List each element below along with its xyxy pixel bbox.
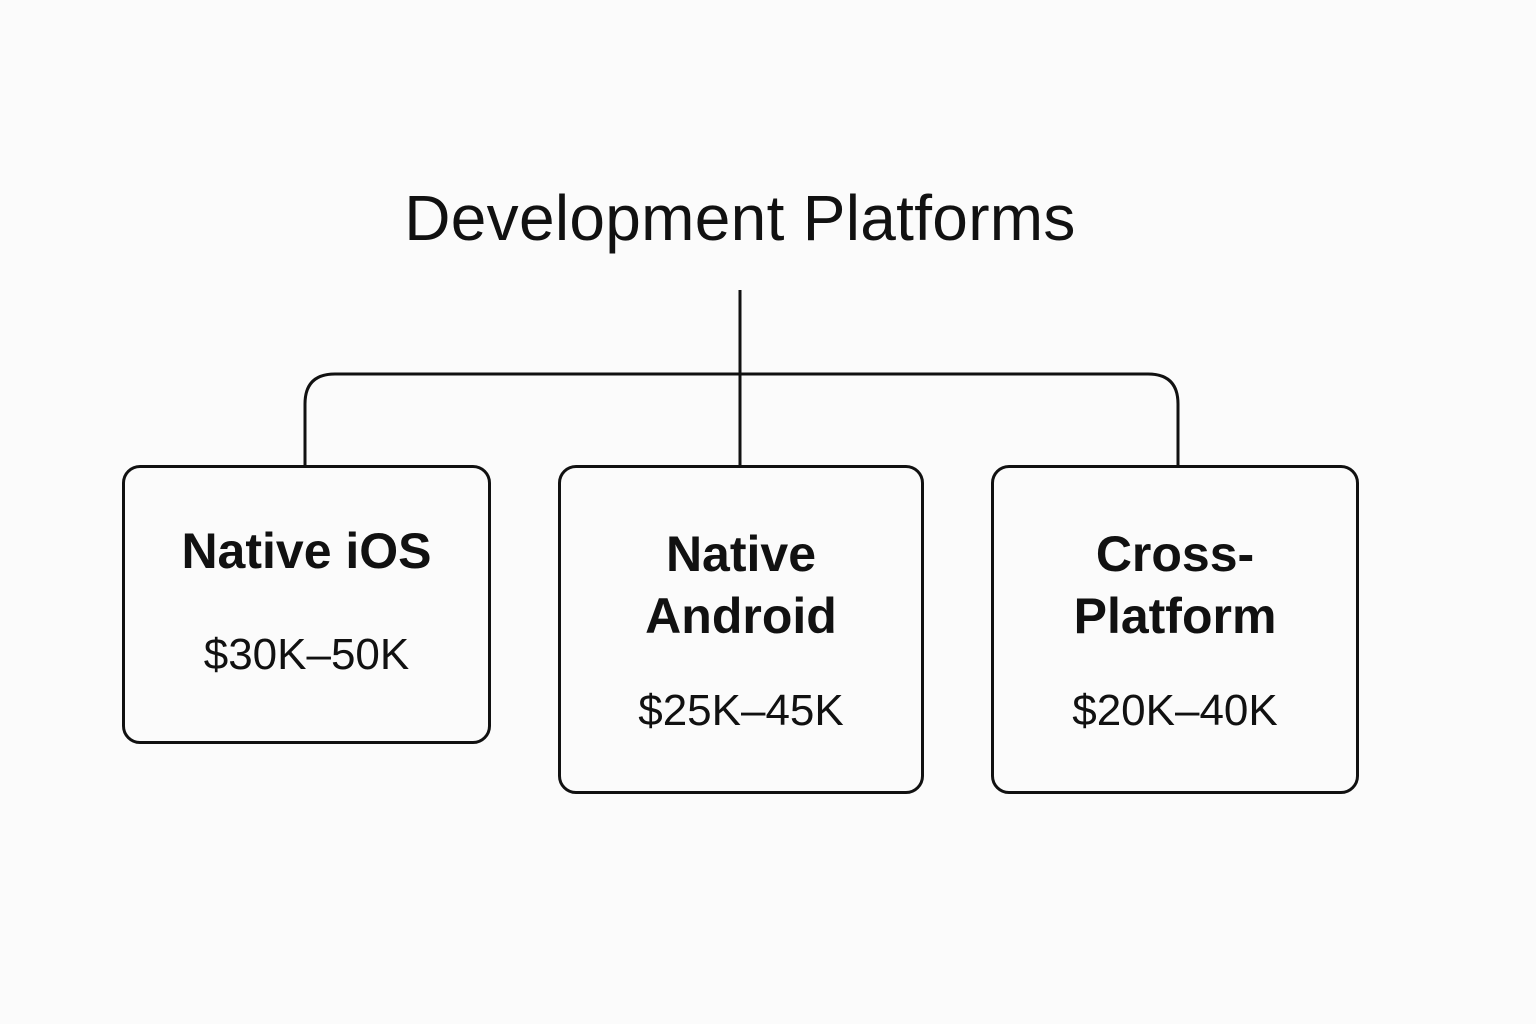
platform-name: Cross- Platform bbox=[994, 523, 1356, 647]
platform-cost: $30K–50K bbox=[203, 630, 410, 679]
diagram-title: Development Platforms bbox=[404, 182, 1076, 254]
platform-name-line: Android bbox=[645, 588, 837, 644]
platform-name-line: Native bbox=[665, 526, 817, 582]
connector-branch bbox=[303, 372, 1180, 466]
platform-card-native-ios: Native iOS $30K–50K bbox=[122, 465, 491, 744]
platform-card-native-android: Native Android $25K–45K bbox=[558, 465, 924, 794]
platform-name: Native Android bbox=[561, 523, 921, 647]
platform-name-line: Cross- bbox=[1095, 526, 1255, 582]
platform-cost: $25K–45K bbox=[638, 686, 844, 735]
platform-cost: $20K–40K bbox=[1072, 686, 1278, 735]
platform-name: Native iOS bbox=[181, 523, 432, 579]
platform-card-cross-platform: Cross- Platform $20K–40K bbox=[991, 465, 1359, 794]
platform-name-line: Platform bbox=[1073, 588, 1277, 644]
